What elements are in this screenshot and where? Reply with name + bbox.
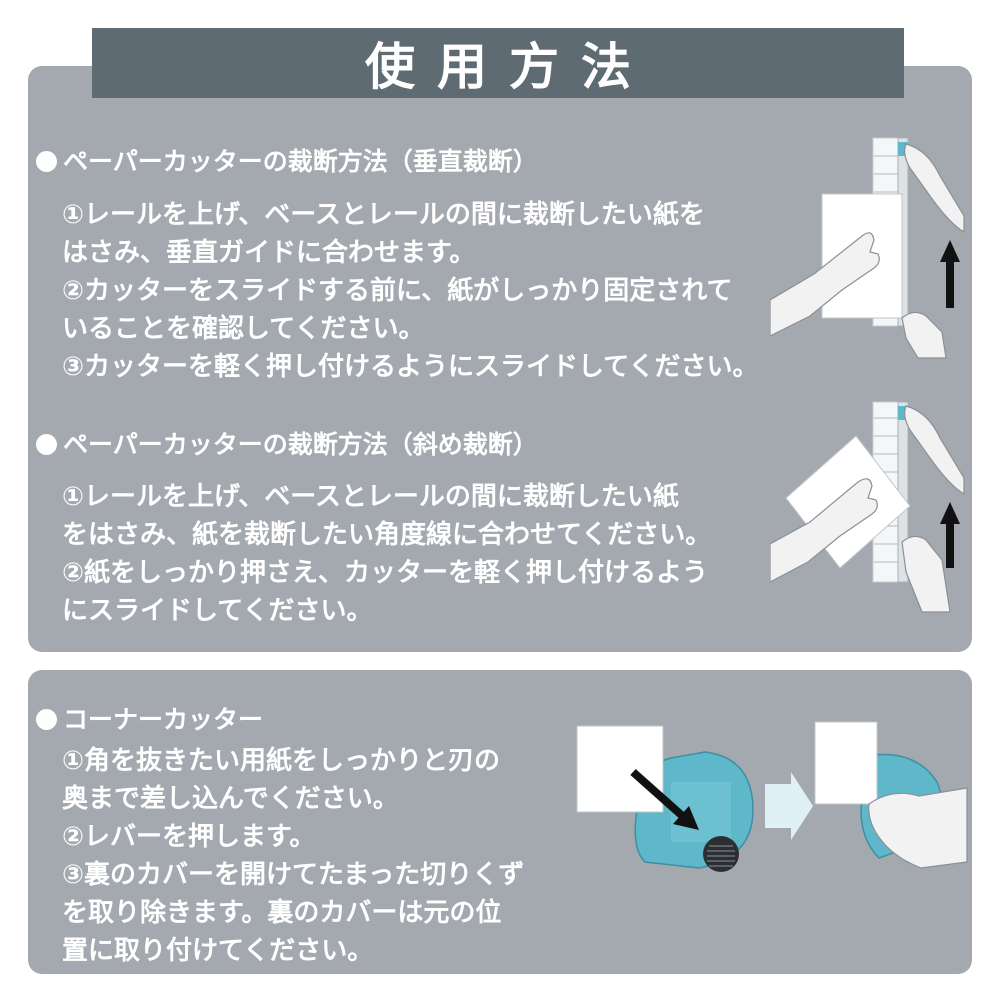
instruction-line: をはさみ、紙を裁断したい角度線に合わせてください。 bbox=[62, 520, 712, 550]
up-arrow-icon bbox=[940, 240, 960, 262]
cutter-head bbox=[898, 142, 908, 156]
up-arrow-icon bbox=[940, 502, 960, 524]
bullet-icon bbox=[36, 151, 57, 172]
instruction-line: ②カッターをスライドする前に、紙がしっかり固定されて bbox=[62, 276, 733, 306]
vertical-cut-heading: ペーパーカッターの裁断方法（垂直裁断） bbox=[36, 142, 538, 178]
next-step-arrow-icon bbox=[765, 772, 813, 840]
instruction-line: ①レールを上げ、ベースとレールの間に裁断したい紙を bbox=[62, 200, 705, 230]
hand-right-bottom bbox=[901, 535, 951, 613]
corner-cutter-illustration bbox=[576, 721, 968, 872]
instruction-line: ①角を抜きたい用紙をしっかりと刃の bbox=[62, 746, 501, 776]
diagonal-cut-instructions: ①レールを上げ、ベースとレールの間に裁断したい紙 をはさみ、紙を裁断したい角度線… bbox=[62, 478, 711, 630]
hand-right-top bbox=[904, 143, 965, 234]
instruction-line: 奥まで差し込んでください。 bbox=[62, 784, 399, 814]
corner-cutter-heading-text: コーナーカッター bbox=[63, 705, 264, 734]
instruction-line: 置に取り付けてください。 bbox=[62, 936, 374, 966]
bullet-icon bbox=[36, 434, 57, 455]
instruction-line: ③カッターを軽く押し付けるようにスライドしてください。 bbox=[62, 352, 759, 382]
bottom-panel bbox=[28, 670, 972, 974]
page-title: 使用方法 bbox=[365, 38, 653, 96]
vertical-cut-heading-text: ペーパーカッターの裁断方法（垂直裁断） bbox=[63, 147, 538, 176]
corner-cutter-instructions: ①角を抜きたい用紙をしっかりと刃の 奥まで差し込んでください。 ②レバーを押しま… bbox=[62, 742, 524, 970]
instruction-line: ②紙をしっかり押さえ、カッターを軽く押し付けるよう bbox=[62, 558, 709, 588]
instruction-line: ②レバーを押します。 bbox=[62, 822, 316, 852]
diagonal-cut-heading-text: ペーパーカッターの裁断方法（斜め裁断） bbox=[63, 430, 538, 459]
hand-right-bottom bbox=[901, 311, 947, 359]
instruction-line: を取り除きます。裏のカバーは元の位 bbox=[62, 898, 502, 928]
instruction-line: ③裏のカバーを開けてたまった切りくず bbox=[62, 860, 525, 890]
instruction-line: はさみ、垂直ガイドに合わせます。 bbox=[62, 238, 476, 268]
corner-cutter-before bbox=[576, 725, 754, 872]
vertical-cut-instructions: ①レールを上げ、ベースとレールの間に裁断したい紙を はさみ、垂直ガイドに合わせま… bbox=[62, 196, 758, 386]
hand-right-top bbox=[904, 405, 965, 496]
vertical-cut-illustration bbox=[770, 137, 965, 359]
hand-pressing bbox=[868, 787, 968, 869]
corner-cutter-after bbox=[814, 721, 968, 869]
corner-cutter-heading: コーナーカッター bbox=[36, 700, 263, 736]
cutter-head bbox=[898, 406, 908, 420]
hand-left bbox=[770, 232, 880, 337]
instruction-line: いることを確認してください。 bbox=[62, 314, 425, 344]
instruction-line: ①レールを上げ、ベースとレールの間に裁断したい紙 bbox=[62, 482, 679, 512]
insert-arrow-icon bbox=[673, 806, 699, 830]
title-bar: 使用方法 bbox=[92, 28, 904, 98]
instruction-line: にスライドしてください。 bbox=[62, 596, 373, 626]
hand-left bbox=[770, 478, 878, 583]
diagonal-cut-illustration bbox=[770, 401, 965, 613]
diagonal-cut-heading: ペーパーカッターの裁断方法（斜め裁断） bbox=[36, 425, 538, 461]
bullet-icon bbox=[36, 709, 57, 730]
